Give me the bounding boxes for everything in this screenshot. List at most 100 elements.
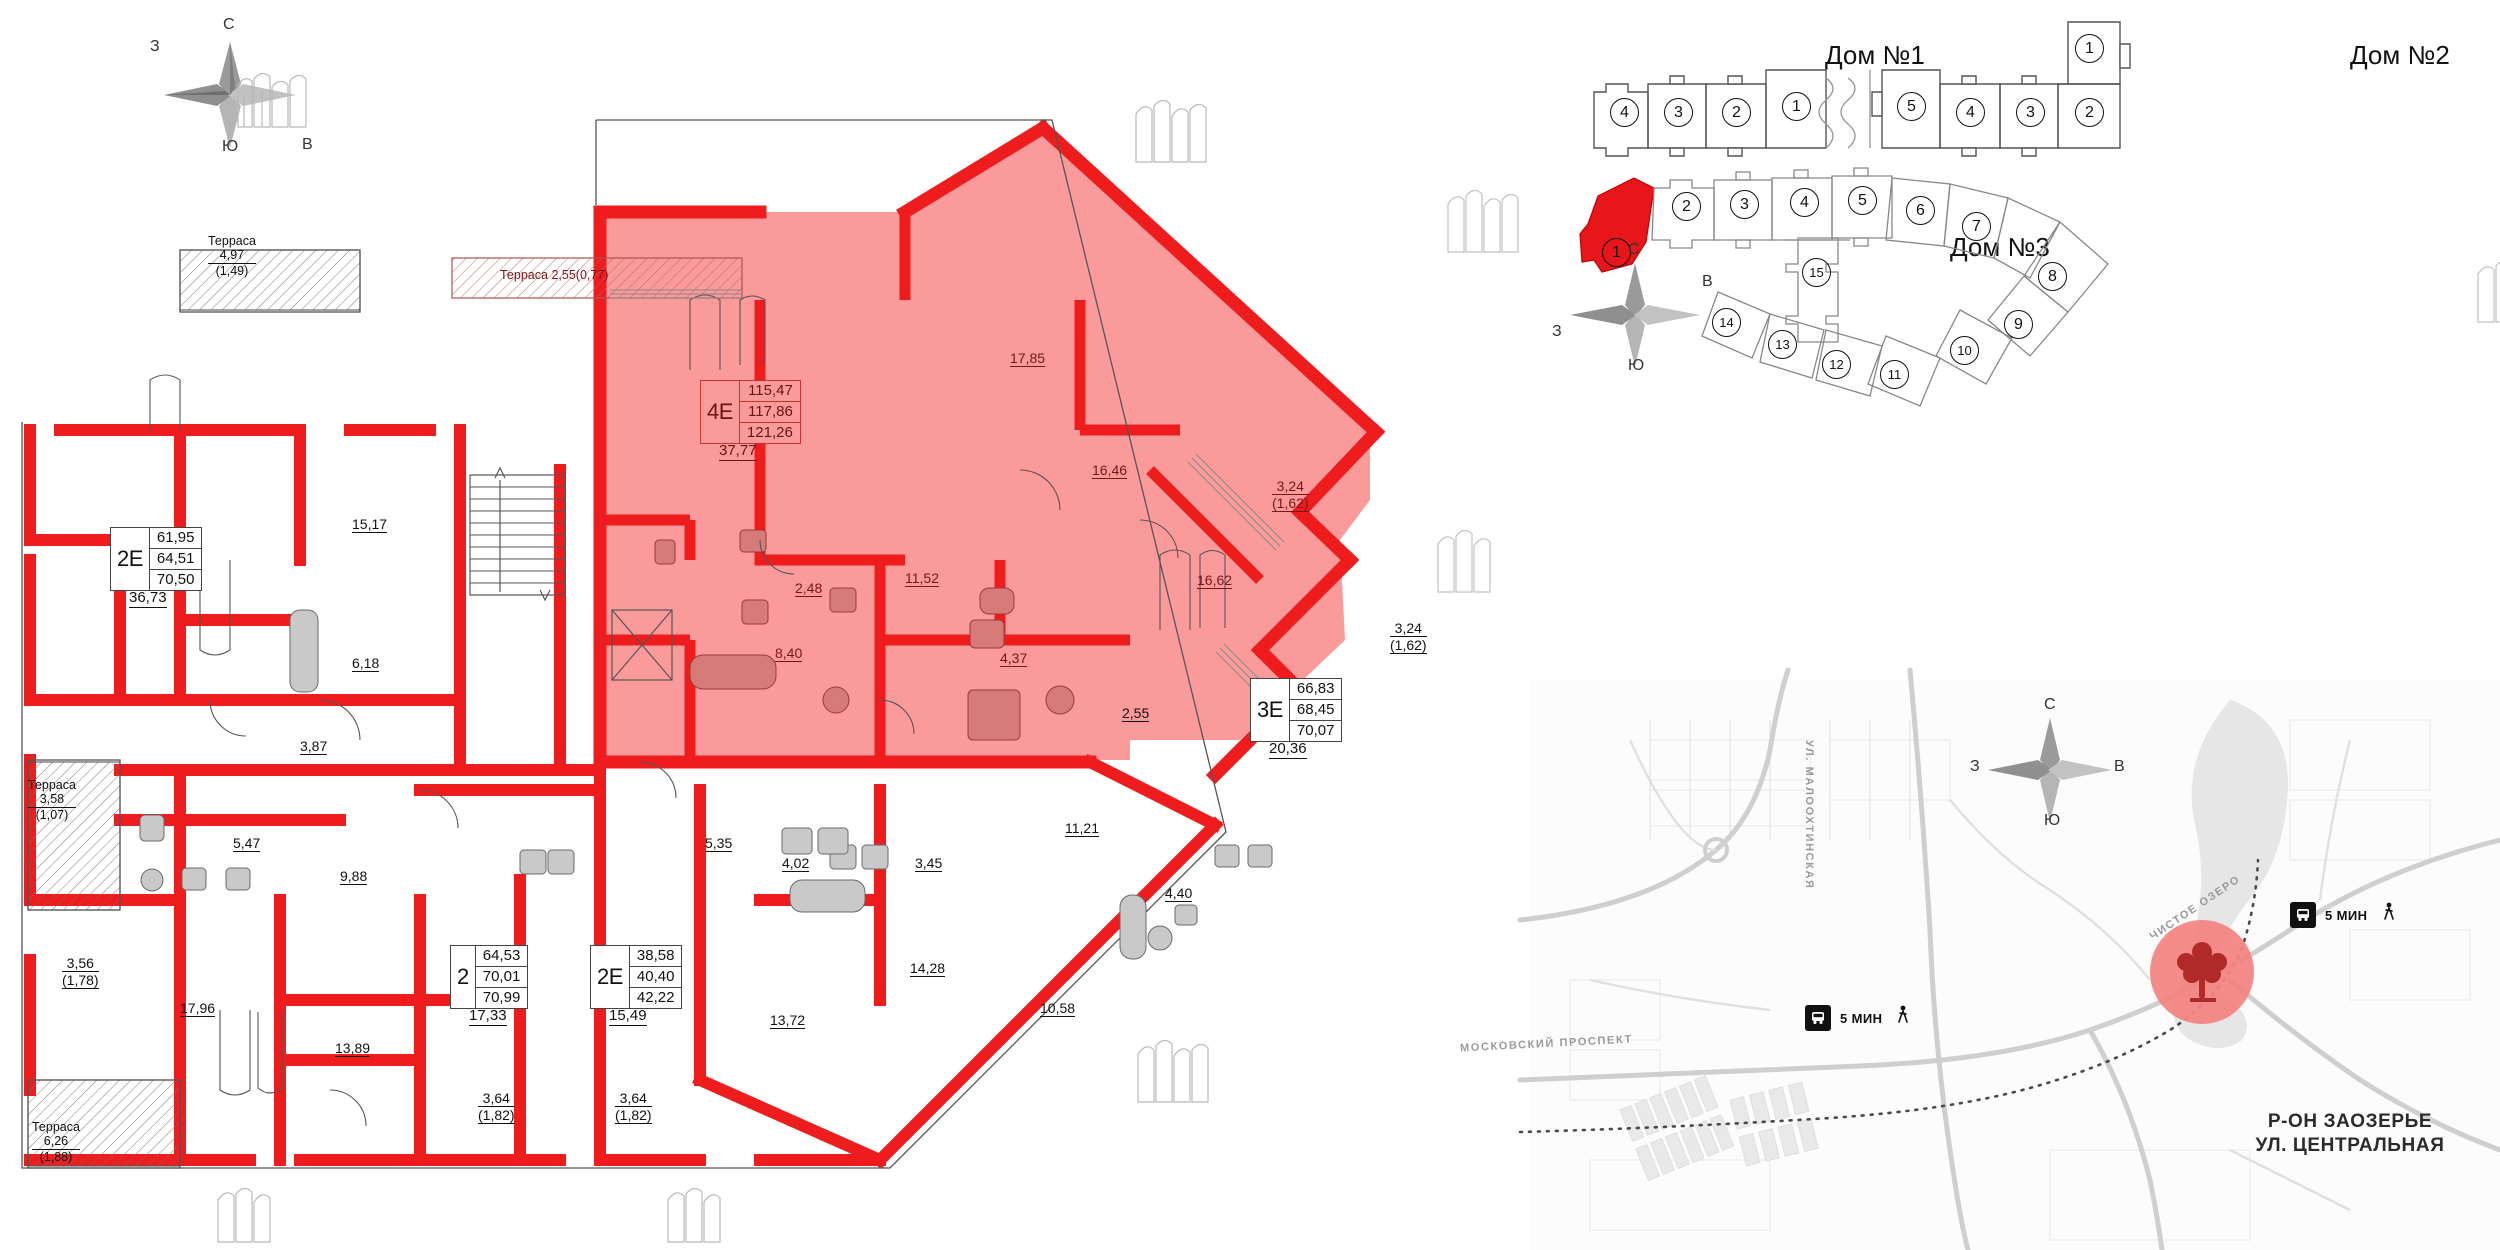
- compass-label-e: В: [1702, 273, 1713, 290]
- unit-living-area: 36,73: [129, 589, 167, 608]
- terrace-name: Терраса: [208, 234, 256, 248]
- unit-areabox-2e-upper[interactable]: 2E 61,95 64,51 70,50 36,73: [110, 527, 203, 608]
- unit-areabox-2[interactable]: 2 64,53 70,01 70,99 17,33: [450, 945, 529, 1026]
- room-area: 4,40: [1165, 885, 1193, 903]
- house3-section-1[interactable]: 1: [1602, 238, 1631, 267]
- terrace-coef: (0,77): [575, 268, 609, 282]
- house3-section-5[interactable]: 5: [1848, 186, 1877, 215]
- section-number: 9: [2014, 315, 2023, 333]
- house1-section-2[interactable]: 2: [1722, 98, 1751, 127]
- section-number: 10: [1957, 343, 1972, 358]
- balcony-value: 3,56: [62, 955, 99, 973]
- balcony-value: 3,24: [1390, 620, 1427, 638]
- tree-decor-topright: [1135, 99, 1207, 163]
- room-area: 16,62: [1197, 572, 1233, 590]
- house3-section-15[interactable]: 15: [1802, 258, 1831, 287]
- section-number: 7: [1972, 217, 1981, 235]
- house2-section-2[interactable]: 2: [2075, 98, 2104, 127]
- compass-label-s: Ю: [2044, 812, 2061, 829]
- location-map-panel[interactable]: 5 МИН 5 МИН МОСКОВСКИЙ ПРОСПЕКТ УЛ. МАЛО…: [1460, 667, 2500, 1250]
- tree-decor-key-left: [1447, 189, 1519, 253]
- house3-section-11[interactable]: 11: [1880, 360, 1909, 389]
- terrace-hatches: [27, 249, 361, 1167]
- plumbing-fixtures: [139, 609, 1273, 960]
- room-area: 16,46: [1092, 462, 1128, 480]
- house2-section-3[interactable]: 3: [2016, 98, 2045, 127]
- floor-plan-drawing: [21, 118, 1386, 1169]
- terrace-label-bottomleft: Терраса 6,26 (1,88): [32, 1120, 80, 1164]
- compass-label-e: В: [2114, 758, 2125, 775]
- compass-label-s: Ю: [222, 138, 239, 155]
- map-caption: Р-ОН ЗАОЗЕРЬЕ УЛ. ЦЕНТРАЛЬНАЯ: [2220, 1110, 2480, 1158]
- house3-section-4[interactable]: 4: [1790, 188, 1819, 217]
- section-number: 4: [1800, 193, 1809, 211]
- terrace-name: Терраса: [500, 268, 548, 282]
- house2-section-1[interactable]: 1: [2075, 34, 2104, 63]
- bus-icon: [1805, 1005, 1831, 1031]
- room-area: 15,17: [352, 516, 388, 534]
- house1-section-1[interactable]: 1: [1782, 92, 1811, 121]
- section-number: 12: [1829, 357, 1844, 372]
- compass-label-w: З: [1552, 323, 1562, 340]
- unit-areabox-4e-highlighted[interactable]: 4E 115,47 117,86 121,26 37,77: [700, 380, 801, 461]
- map-caption-line1: Р-ОН ЗАОЗЕРЬЕ: [2267, 1111, 2433, 1132]
- map-roads: [1517, 667, 2500, 1250]
- unit-area-mid: 68,45: [1289, 699, 1342, 720]
- house1-section-4[interactable]: 4: [1610, 98, 1639, 127]
- balcony-coef: (1,62): [1272, 495, 1309, 513]
- map-village: [1619, 1075, 1819, 1181]
- section-number: 5: [1858, 191, 1867, 209]
- house3-section-2[interactable]: 2: [1672, 192, 1701, 221]
- bus-glyph: [2297, 909, 2309, 921]
- plumbing-fixtures-highlighted: [654, 529, 1075, 741]
- terrace-name: Терраса: [28, 778, 76, 792]
- floor-plan-panel: С Ю В З: [21, 16, 1427, 1243]
- house2-title: Дом №2: [2350, 40, 2450, 70]
- house3-section-1-highlight[interactable]: [1579, 177, 1655, 273]
- terrace-label-upper: Терраса 4,97 (1,49): [208, 234, 256, 278]
- room-area: 13,72: [770, 1012, 806, 1030]
- section-number: 4: [1620, 103, 1629, 121]
- house3-section-14[interactable]: 14: [1712, 308, 1741, 337]
- compass-label-e: В: [302, 136, 313, 153]
- house3-section-6[interactable]: 6: [1906, 196, 1935, 225]
- terrace-label-left: Терраса 3,58 (1,07): [28, 778, 76, 822]
- section-number: 5: [1907, 97, 1916, 115]
- section-number: 1: [1612, 243, 1621, 261]
- section-number: 2: [1732, 103, 1741, 121]
- house3-section-7[interactable]: 7: [1962, 212, 1991, 241]
- section-number: 14: [1719, 315, 1734, 330]
- house3-section-9[interactable]: 9: [2004, 310, 2033, 339]
- section-number: 3: [2026, 103, 2035, 121]
- terrace-coef: (1,49): [215, 263, 249, 278]
- terrace-value: 3,58: [28, 792, 76, 808]
- room-area: 4,02: [782, 855, 810, 873]
- house1-section-3[interactable]: 3: [1664, 98, 1693, 127]
- stair-core: [469, 466, 566, 602]
- unit-code: 2: [457, 964, 469, 989]
- house3-section-3[interactable]: 3: [1730, 190, 1759, 219]
- section-number: 3: [1674, 103, 1683, 121]
- section-number: 4: [1966, 103, 1975, 121]
- balcony-coef: (1,82): [478, 1107, 515, 1125]
- house1-title: Дом №1: [1825, 40, 1925, 70]
- house2-section-5[interactable]: 5: [1897, 92, 1926, 121]
- house3-section-13[interactable]: 13: [1768, 330, 1797, 359]
- unit-areabox-3e[interactable]: 3E 66,83 68,45 70,07 20,36: [1250, 678, 1343, 759]
- unit-areabox-2e-lower[interactable]: 2E 38,58 40,40 42,22 15,49: [590, 945, 683, 1026]
- section-number: 8: [2048, 267, 2057, 285]
- street-label-malookhtinskaya: УЛ. МАЛООХТИНСКАЯ: [1803, 740, 1815, 890]
- unit-area-mid: 117,86: [739, 401, 800, 422]
- unit-living-area: 15,49: [609, 1007, 647, 1026]
- house3-section-8[interactable]: 8: [2038, 262, 2067, 291]
- room-area: 10,58: [1040, 1000, 1076, 1018]
- tree-decor-bottomleft: [217, 1187, 271, 1243]
- unit-area-mid: 70,01: [475, 966, 528, 987]
- unit-living-area: 17,33: [469, 1007, 507, 1026]
- house2-section-4[interactable]: 4: [1956, 98, 1985, 127]
- elevator-shaft: [611, 609, 673, 681]
- map-poi-marker[interactable]: [2150, 920, 2254, 1024]
- house3-section-10[interactable]: 10: [1950, 336, 1979, 365]
- house3-section-12[interactable]: 12: [1822, 350, 1851, 379]
- compass-label-n: С: [2044, 696, 2056, 713]
